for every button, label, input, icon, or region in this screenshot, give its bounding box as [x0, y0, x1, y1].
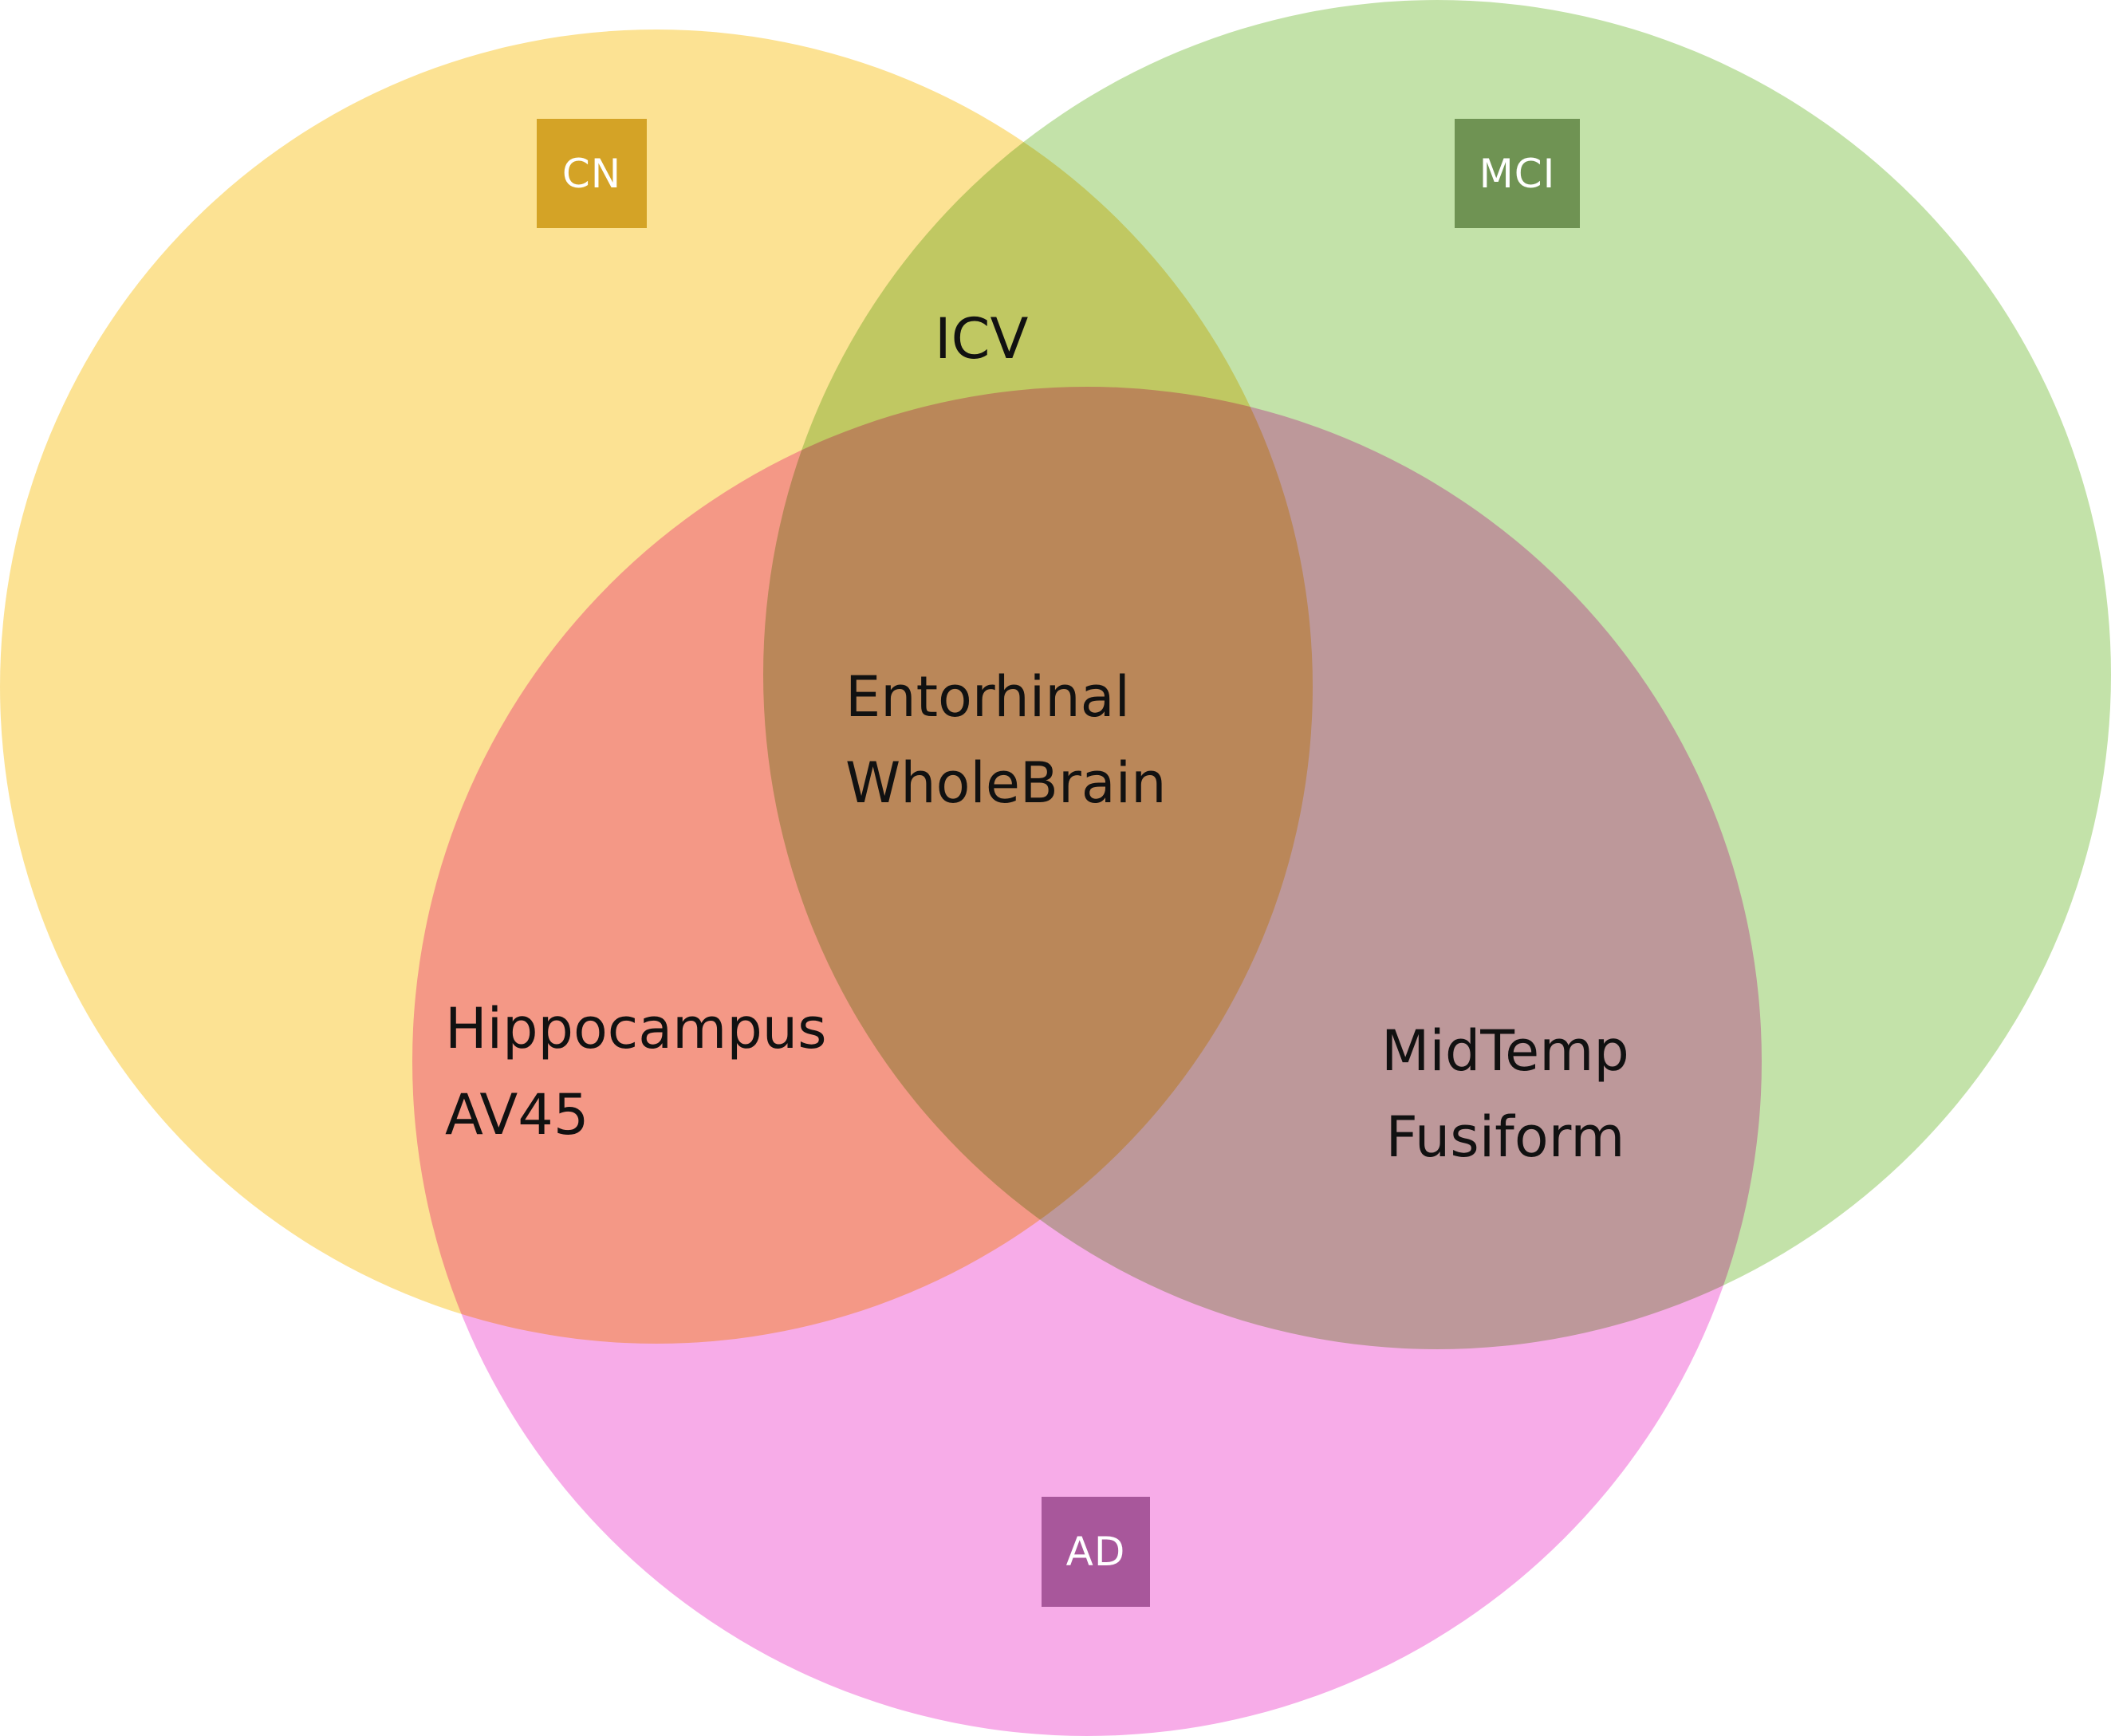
region-item: Hippocampus: [445, 996, 827, 1061]
mci-label-badge: MCI: [1455, 119, 1580, 228]
region-item: Fusiform: [1385, 1104, 1625, 1170]
cn-label-badge: CN: [537, 119, 647, 228]
region-item: Entorhinal: [845, 664, 1130, 730]
region-item: AV45: [445, 1082, 589, 1147]
ad-label-badge: AD: [1042, 1497, 1150, 1607]
ad-set-circle: [412, 387, 1762, 1736]
cn-ad-intersection-text: Hippocampus AV45: [445, 986, 827, 1158]
region-item: WholeBrain: [845, 750, 1167, 816]
mci-ad-intersection-text: MidTemp Fusiform: [1381, 1008, 1629, 1180]
cn-mci-intersection-text: ICV: [935, 296, 1028, 382]
cn-mci-ad-intersection-text: Entorhinal WholeBrain: [845, 654, 1166, 826]
region-item: MidTemp: [1381, 1018, 1629, 1084]
region-item: ICV: [935, 306, 1029, 372]
